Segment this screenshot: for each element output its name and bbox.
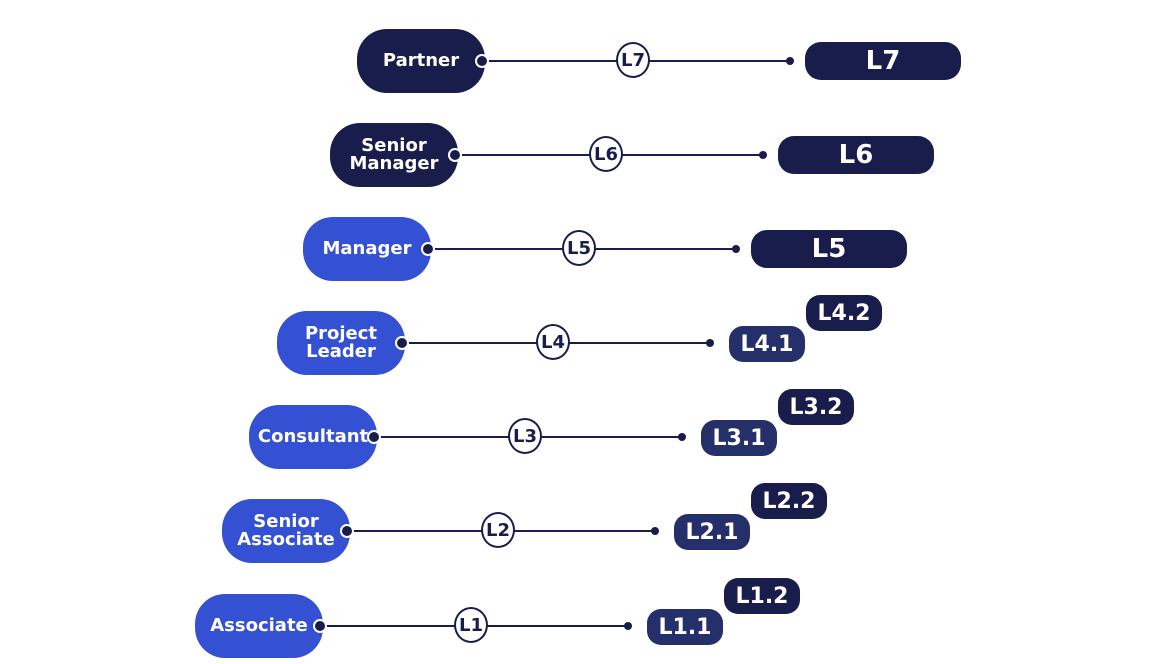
sub-level-pill: L4.2 (806, 295, 882, 331)
level-circle: L2 (481, 512, 515, 548)
ladder-row: Partner L7 L7 (0, 29, 1156, 93)
level-pill: L6 (778, 136, 934, 174)
level-circle: L5 (562, 230, 596, 266)
role-pill: Consultant (249, 405, 377, 469)
role-pill: Associate (195, 594, 323, 658)
level-circle: L3 (508, 418, 542, 454)
role-pill: Manager (303, 217, 431, 281)
sub-level-pill: L3.2 (778, 389, 854, 425)
connector-start-dot (395, 336, 409, 350)
ladder-row: Senior Manager L6 L6 (0, 123, 1156, 187)
connector-start-dot (421, 242, 435, 256)
level-circle: L7 (616, 42, 650, 78)
connector-end-dot (732, 245, 740, 253)
connector-start-dot (367, 430, 381, 444)
connector-end-dot (678, 433, 686, 441)
level-circle: L1 (454, 607, 488, 643)
sub-level-pill: L4.1 (729, 326, 805, 362)
sub-level-pill: L3.1 (701, 420, 777, 456)
sub-level-pill: L2.2 (751, 483, 827, 519)
connector-start-dot (313, 619, 327, 633)
level-pill: L5 (751, 230, 907, 268)
sub-level-pill: L1.1 (647, 609, 723, 645)
role-pill: Senior Manager (330, 123, 458, 187)
connector-start-dot (340, 524, 354, 538)
connector-start-dot (475, 54, 489, 68)
level-pill: L7 (805, 42, 961, 80)
role-pill: Project Leader (277, 311, 405, 375)
connector-end-dot (651, 527, 659, 535)
connector-end-dot (706, 339, 714, 347)
connector-end-dot (786, 57, 794, 65)
connector-end-dot (759, 151, 767, 159)
sub-level-pill: L2.1 (674, 514, 750, 550)
sub-level-pill: L1.2 (724, 578, 800, 614)
ladder-row: Manager L5 L5 (0, 217, 1156, 281)
connector-start-dot (448, 148, 462, 162)
connector-end-dot (624, 622, 632, 630)
level-circle: L6 (589, 136, 623, 172)
level-circle: L4 (536, 324, 570, 360)
role-pill: Senior Associate (222, 499, 350, 563)
role-pill: Partner (357, 29, 485, 93)
